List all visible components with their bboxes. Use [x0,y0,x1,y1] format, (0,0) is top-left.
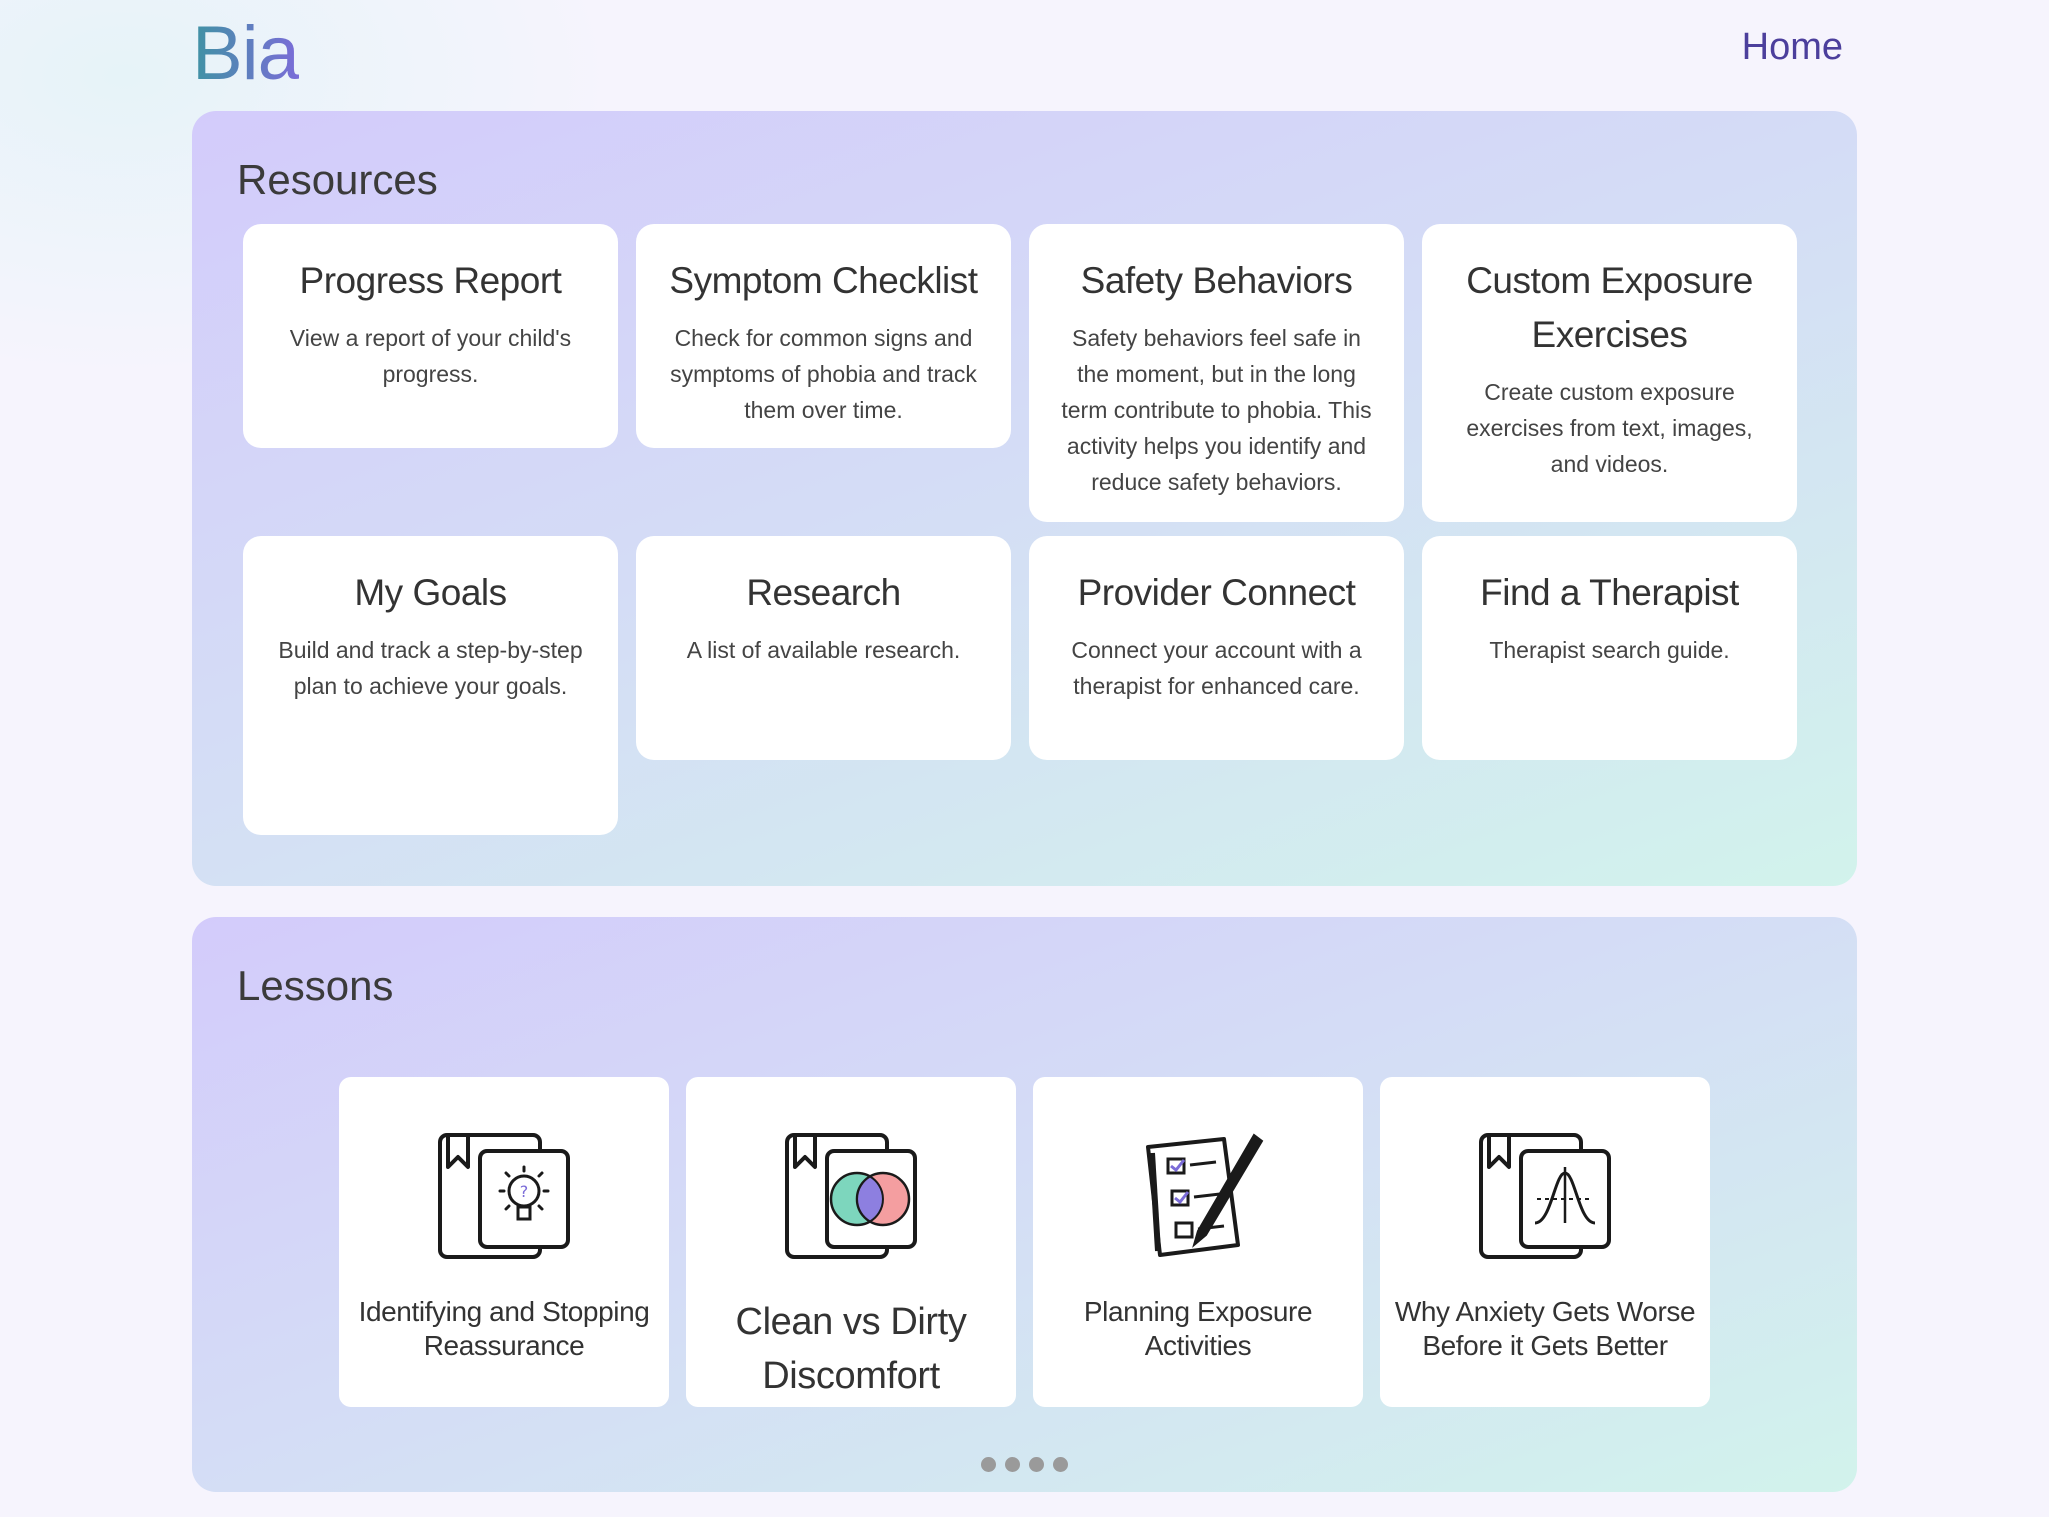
resource-card-research[interactable]: Research A list of available research. [636,536,1011,760]
card-description: A list of available research. [686,637,961,663]
card-description: Create custom exposure exercises from te… [1466,379,1753,477]
resource-card-symptom-checklist[interactable]: Symptom Checklist Check for common signs… [636,224,1011,448]
card-description: View a report of your child's progress. [289,325,572,387]
lesson-card-clean-dirty[interactable]: Clean vs Dirty Discomfort [686,1077,1016,1407]
resource-card-safety-behaviors[interactable]: Safety Behaviors Safety behaviors feel s… [1029,224,1404,522]
pagination-dot[interactable] [1029,1457,1044,1472]
carousel-pagination [192,1457,1857,1472]
card-title: My Goals [354,572,507,613]
svg-text:?: ? [520,1182,529,1201]
card-description: Build and track a step-by-step plan to a… [278,637,583,699]
book-lightbulb-icon: ? [438,1133,570,1259]
card-title: Progress Report [299,260,562,301]
lesson-title: Clean vs Dirty Discomfort [735,1301,967,1397]
resources-panel: Resources Progress Report View a report … [192,111,1857,886]
nav-home-link[interactable]: Home [1741,26,1843,68]
card-description: Safety behaviors feel safe in the moment… [1061,325,1372,495]
card-description: Connect your account with a therapist fo… [1071,637,1362,699]
resource-card-find-therapist[interactable]: Find a Therapist Therapist search guide. [1422,536,1797,760]
card-title: Custom Exposure Exercises [1466,260,1753,355]
lesson-title: Identifying and Stopping Reassurance [358,1296,650,1361]
card-title: Provider Connect [1077,572,1356,613]
card-title: Symptom Checklist [669,260,978,301]
resource-card-progress-report[interactable]: Progress Report View a report of your ch… [243,224,618,448]
card-title: Safety Behaviors [1080,260,1353,301]
checklist-pen-icon [1146,1133,1264,1257]
pagination-dot[interactable] [1053,1457,1068,1472]
book-venn-icon [785,1133,917,1259]
card-description: Check for common signs and symptoms of p… [670,325,977,423]
resources-title: Resources [237,156,438,203]
pagination-dot[interactable] [1005,1457,1020,1472]
resource-card-custom-exposure[interactable]: Custom Exposure Exercises Create custom … [1422,224,1797,522]
lesson-card-planning-exposure[interactable]: Planning Exposure Activities [1033,1077,1363,1407]
lesson-title: Planning Exposure Activities [1083,1296,1313,1361]
card-title: Research [746,572,901,613]
resource-card-provider-connect[interactable]: Provider Connect Connect your account wi… [1029,536,1404,760]
resource-card-my-goals[interactable]: My Goals Build and track a step-by-step … [243,536,618,835]
card-description: Therapist search guide. [1489,637,1730,663]
app-logo[interactable]: Bia [192,11,300,96]
lessons-panel: Lessons ? Identifying and Stopping Reass… [192,917,1857,1492]
card-title: Find a Therapist [1480,572,1739,613]
pagination-dot[interactable] [981,1457,996,1472]
lesson-title: Why Anxiety Gets Worse Before it Gets Be… [1394,1296,1696,1361]
lesson-card-anxiety-worse[interactable]: Why Anxiety Gets Worse Before it Gets Be… [1380,1077,1710,1407]
lesson-card-reassurance[interactable]: ? Identifying and Stopping Reassurance [339,1077,669,1407]
lessons-title: Lessons [237,962,394,1009]
book-curve-icon [1479,1133,1611,1259]
